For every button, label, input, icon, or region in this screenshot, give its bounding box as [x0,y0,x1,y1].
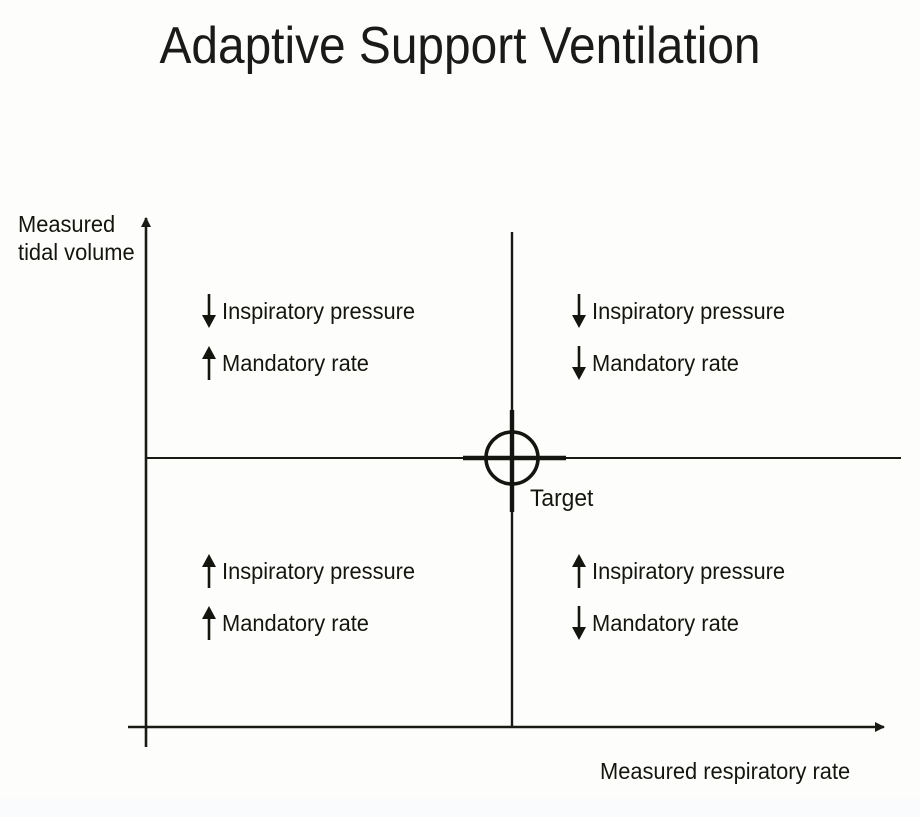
annotation-text: Mandatory rate [222,610,369,636]
annotation-text: Mandatory rate [592,610,739,636]
target-marker-circle [484,430,540,486]
annotation-row: Inspiratory pressure [566,292,896,330]
arrow-up-icon [566,553,592,589]
arrow-down-icon [566,605,592,641]
annotation-row: Inspiratory pressure [196,552,526,590]
annotation-text: Inspiratory pressure [592,298,786,324]
arrow-down-icon [196,293,222,329]
x-axis-label: Measured respiratory rate [600,758,851,784]
arrow-up-icon [196,345,222,381]
annotation-row: Mandatory rate [566,344,896,382]
quadrant-bottom-left: Inspiratory pressure Mandatory rate [196,552,526,656]
annotation-row: Mandatory rate [196,344,526,382]
quadrant-top-left: Inspiratory pressure Mandatory rate [196,292,526,396]
quadrant-bottom-right: Inspiratory pressure Mandatory rate [566,552,896,656]
arrow-up-icon [196,553,222,589]
annotation-text: Mandatory rate [592,350,739,376]
annotation-text: Inspiratory pressure [222,558,416,584]
annotation-row: Mandatory rate [196,604,526,642]
page-title: Adaptive Support Ventilation [159,17,761,75]
annotation-row: Inspiratory pressure [196,292,526,330]
quadrant-top-right: Inspiratory pressure Mandatory rate [566,292,896,396]
y-axis-label: Measured tidal volume [18,211,135,265]
annotation-row: Mandatory rate [566,604,896,642]
annotation-text: Inspiratory pressure [222,298,416,324]
target-label: Target [530,485,594,512]
arrow-down-icon [566,345,592,381]
annotation-row: Inspiratory pressure [566,552,896,590]
arrow-down-icon [566,293,592,329]
annotation-text: Mandatory rate [222,350,369,376]
annotation-text: Inspiratory pressure [592,558,786,584]
arrow-up-icon [196,605,222,641]
